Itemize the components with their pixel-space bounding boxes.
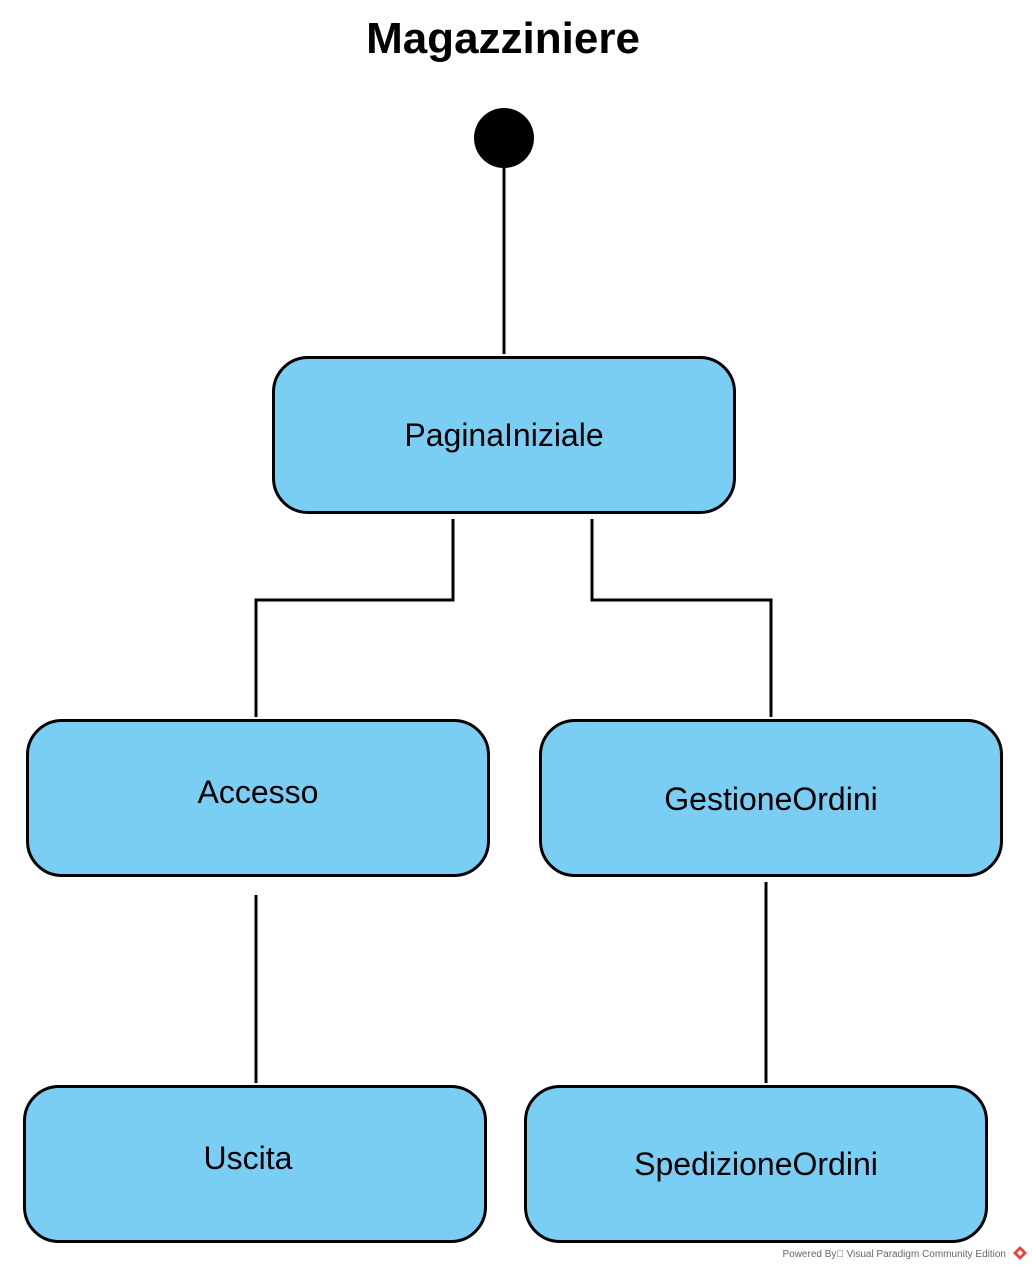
state-label: Accesso bbox=[197, 773, 319, 810]
transition-pagina-to-accesso bbox=[254, 519, 455, 717]
state-gestione-ordini[interactable]: GestioneOrdini bbox=[539, 719, 1003, 877]
state-label: Uscita bbox=[203, 1139, 293, 1176]
state-accesso[interactable]: Accesso bbox=[26, 719, 490, 877]
state-uscita[interactable]: Uscita bbox=[23, 1085, 487, 1243]
initial-state-node bbox=[474, 108, 534, 168]
state-label: PaginaIniziale bbox=[404, 416, 604, 453]
visual-paradigm-logo-icon bbox=[1013, 1246, 1027, 1260]
transition-pagina-to-gestione bbox=[590, 519, 773, 717]
watermark-text: Powered By⃞ Visual Paradigm Community Ed… bbox=[782, 1249, 1006, 1260]
state-spedizione-ordini[interactable]: SpedizioneOrdini bbox=[524, 1085, 988, 1243]
state-pagina-iniziale[interactable]: PaginaIniziale bbox=[272, 356, 736, 514]
state-label: SpedizioneOrdini bbox=[634, 1145, 878, 1182]
state-label: GestioneOrdini bbox=[664, 780, 878, 817]
diagram-title: Magazziniere bbox=[366, 14, 640, 63]
